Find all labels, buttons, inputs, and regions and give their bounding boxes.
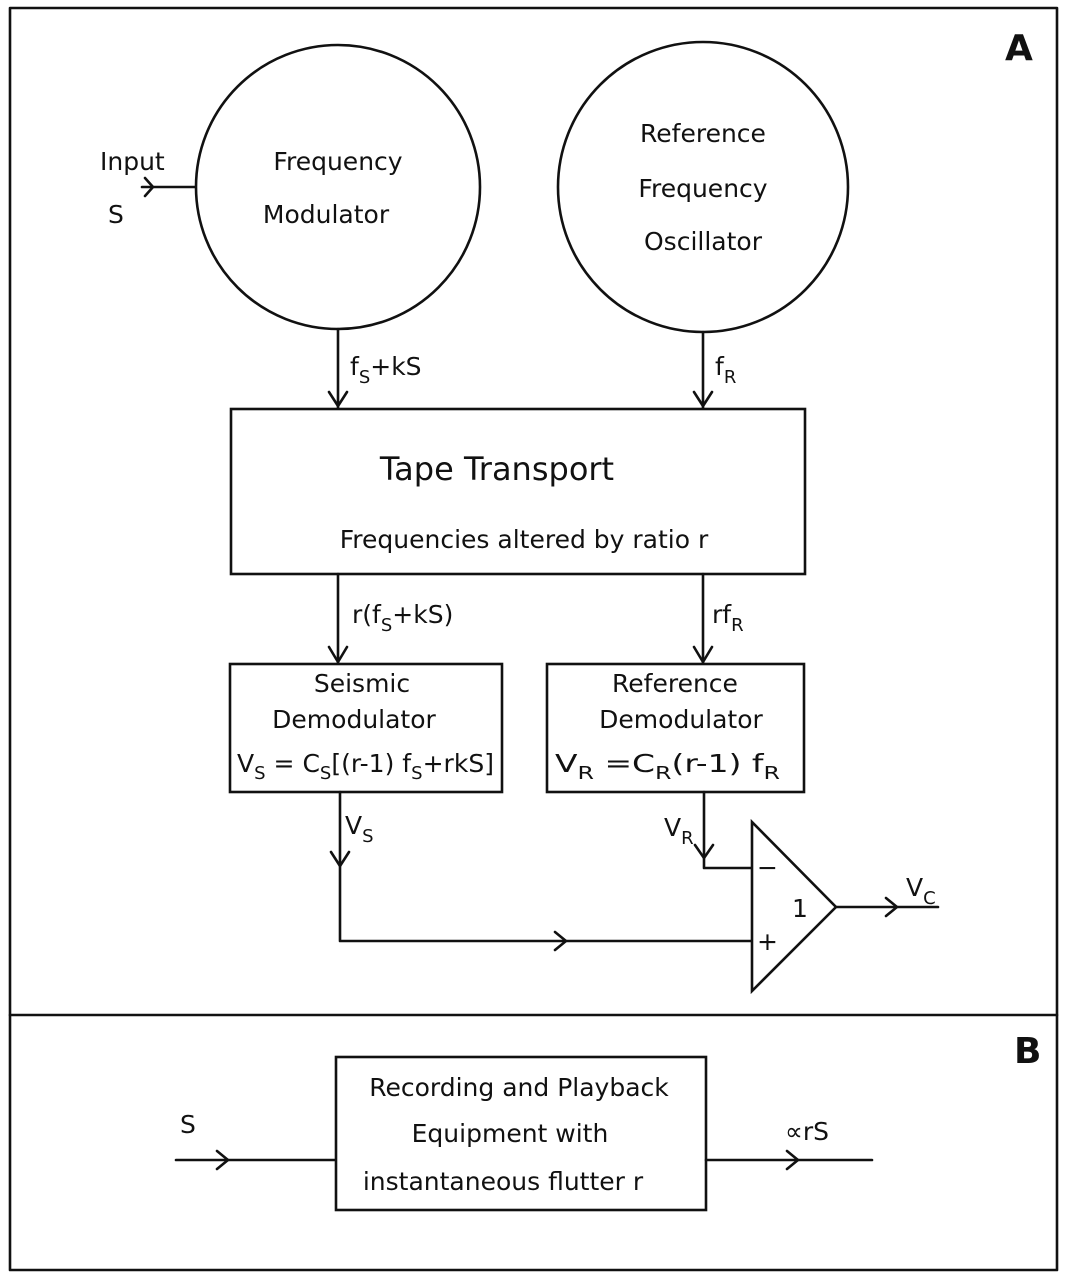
fm-output-arrow (327, 390, 349, 408)
panel-a-label: A (1005, 28, 1033, 69)
tape-transport-title: Tape Transport (379, 450, 614, 488)
frequency-modulator-label-1: Frequency (273, 147, 402, 176)
seismic-demodulator: Seismic Demodulator VS = CS[(r-1) fS+rkS… (228, 662, 504, 794)
tape-to-refdemod-arrow (692, 645, 714, 664)
vs-signal-path (338, 790, 754, 943)
reference-oscillator-label-2: Frequency (638, 174, 767, 203)
ref-output-label: fR (715, 352, 736, 388)
recording-playback-label-2: Equipment with (412, 1119, 609, 1148)
panel-b-label: B (1014, 1031, 1041, 1072)
frequency-modulator-label-2: Modulator (263, 200, 390, 229)
amplifier-gain: 1 (792, 894, 808, 923)
tape-to-refdemod-label: rfR (712, 600, 744, 636)
frequency-modulator-circle (194, 43, 482, 331)
panel-b-input-label: S (180, 1110, 196, 1139)
outer-frame (8, 6, 1059, 1272)
seismic-demodulator-equation: VS = CS[(r-1) fS+rkS] (237, 749, 494, 784)
reference-oscillator-label-1: Reference (640, 119, 766, 148)
reference-demodulator-label-1: Reference (612, 669, 738, 698)
reference-oscillator: Reference Frequency Oscillator (556, 40, 850, 334)
input-label: Input (100, 147, 165, 176)
ref-output-arrow (692, 390, 714, 408)
seismic-demodulator-label-2: Demodulator (272, 705, 436, 734)
vc-label: VC (906, 873, 936, 909)
recording-playback-label-3: instantaneous flutter r (363, 1167, 644, 1196)
vs-right-arrow (553, 930, 568, 952)
amplifier-minus-sign: − (757, 853, 778, 882)
vs-label: VS (345, 811, 374, 847)
input-arrow (143, 176, 155, 198)
vc-output-arrow (884, 896, 899, 918)
reference-demodulator-box (545, 662, 806, 794)
recording-playback-label-1: Recording and Playback (369, 1073, 669, 1102)
seismic-demodulator-box (228, 662, 504, 794)
input-s: Input S (100, 147, 199, 229)
difference-amplifier: − + 1 (750, 818, 838, 995)
reference-demodulator-label-2: Demodulator (599, 705, 763, 734)
amplifier-triangle (750, 818, 838, 995)
vr-down-arrow (693, 843, 715, 860)
vs-down-arrow (329, 850, 351, 868)
vr-signal-path (702, 790, 754, 870)
vr-label: VR (664, 813, 694, 849)
panel-b-input-arrow (215, 1149, 230, 1171)
recording-playback-box (334, 1055, 708, 1212)
frequency-modulator: Frequency Modulator (194, 43, 482, 331)
panel-b-output-label: ∝rS (785, 1117, 829, 1146)
amplifier-plus-sign: + (757, 927, 778, 956)
tape-to-seismic-label: r(fS+kS) (352, 600, 453, 636)
fm-output-label: fS+kS (350, 352, 422, 388)
input-symbol: S (108, 200, 124, 229)
tape-to-seismic-arrow (327, 645, 349, 664)
tape-transport: Tape Transport Frequencies altered by ra… (229, 407, 807, 576)
recording-playback-equipment: Recording and Playback Equipment with in… (334, 1055, 708, 1212)
tape-transport-box (229, 407, 807, 576)
seismic-demodulator-label-1: Seismic (314, 669, 410, 698)
reference-oscillator-label-3: Oscillator (644, 227, 763, 256)
panel-b-output-arrow (785, 1149, 800, 1171)
tape-transport-subtitle: Frequencies altered by ratio r (340, 525, 709, 554)
